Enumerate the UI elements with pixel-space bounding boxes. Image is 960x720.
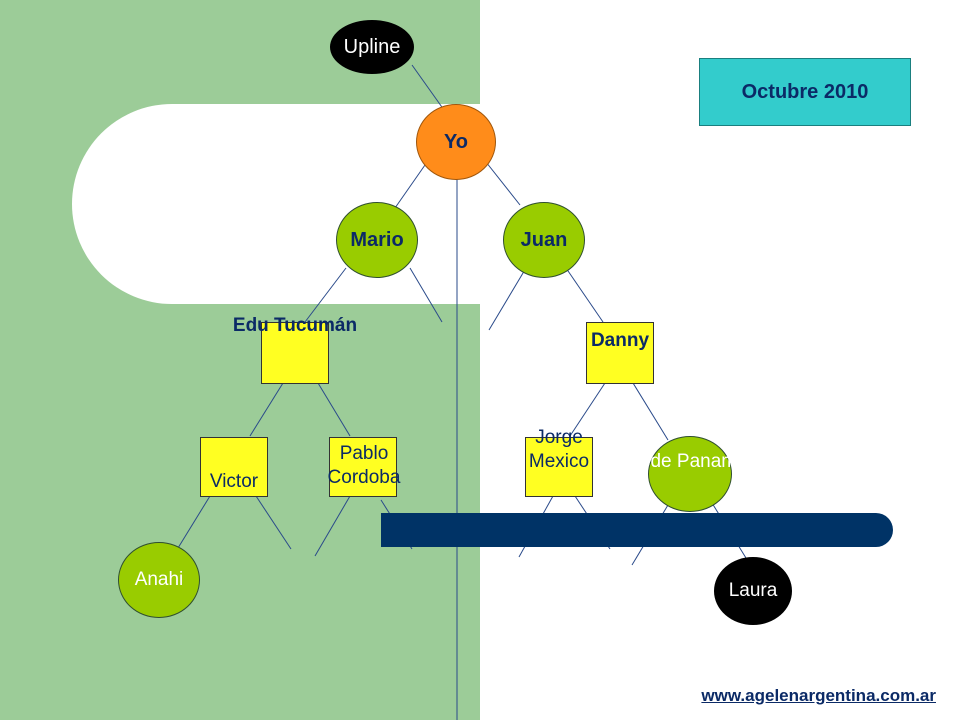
horizontal-bar — [381, 513, 893, 547]
node-anahi-label: Anahi — [134, 569, 184, 590]
edge-upline-yo — [411, 64, 445, 111]
node-yo: Yo — [416, 104, 496, 180]
node-danny-label: Danny — [590, 330, 650, 351]
edge-victor-anahi — [177, 495, 211, 549]
date-title: Octubre 2010 — [741, 80, 869, 103]
edge-edu-pablo — [317, 382, 351, 437]
node-mario-label: Mario — [350, 228, 404, 251]
edge-mario-left-branch — [304, 267, 347, 323]
node-laura-label: Laura — [728, 580, 778, 601]
node-pablo — [329, 437, 397, 497]
node-juan: Juan — [503, 202, 585, 278]
node-yo-label: Yo — [443, 130, 469, 153]
node-victor-label: Victor — [209, 471, 259, 492]
node-jorge-label: Jorge Mexico — [528, 427, 590, 472]
website-link[interactable]: www.agelenargentina.com.ar — [701, 686, 936, 705]
node-victor — [200, 437, 268, 497]
node-pablo-label: Pablo Cordoba — [327, 443, 401, 488]
edge-victor-right-stub — [255, 495, 292, 550]
date-title-box: Octubre 2010 — [699, 58, 911, 126]
edge-mario-right-stub — [409, 267, 443, 323]
node-edu-label: Edu Tucumán — [232, 315, 358, 336]
edge-danny-fede — [632, 382, 669, 441]
node-fede — [648, 436, 732, 512]
node-fede-label: Fede Panama — [628, 451, 748, 472]
node-mario: Mario — [336, 202, 418, 278]
edge-danny-jorge — [569, 382, 606, 437]
edge-juan-right-branch — [565, 267, 604, 323]
node-danny — [586, 322, 654, 384]
node-juan-label: Juan — [520, 228, 568, 251]
node-anahi: Anahi — [118, 542, 200, 618]
edge-edu-victor — [249, 382, 284, 437]
edge-pablo-left-stub — [314, 495, 351, 557]
node-upline: Upline — [330, 20, 414, 74]
node-edu — [261, 322, 329, 384]
node-jorge — [525, 437, 593, 497]
edge-yo-juan — [485, 161, 521, 206]
edge-yo-mario — [394, 164, 426, 209]
edge-juan-left-stub — [488, 267, 527, 331]
node-upline-label: Upline — [343, 35, 401, 58]
node-laura: Laura — [714, 557, 792, 625]
